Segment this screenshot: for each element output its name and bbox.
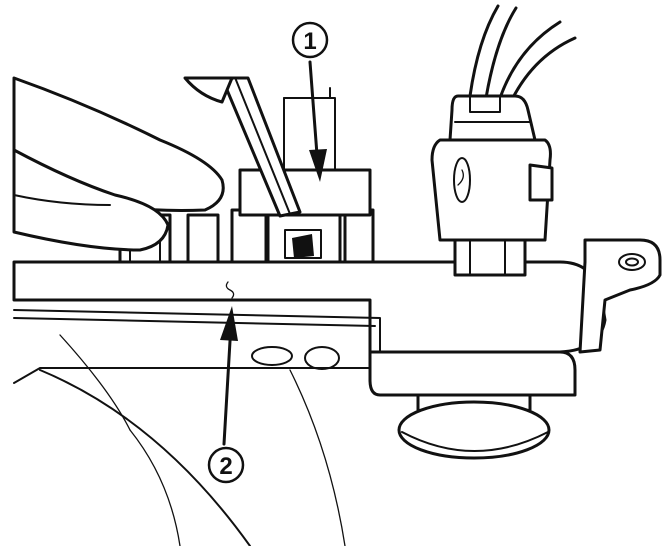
callout-2: 2 (207, 306, 245, 484)
harness-connector (238, 87, 372, 217)
callout-2-label: 2 (219, 453, 232, 480)
sensor-with-wires (430, 4, 577, 277)
vent-slot-right (304, 346, 340, 370)
vent-slot-left (251, 346, 293, 366)
filler-cap (397, 393, 551, 460)
gasket-mark (225, 281, 235, 299)
engine-cover (12, 260, 607, 397)
callout-1: 1 (291, 21, 329, 182)
lower-housing (13, 334, 371, 546)
hand-with-screwdriver (12, 76, 302, 252)
mounting-bracket (578, 238, 662, 354)
callout-1-label: 1 (303, 28, 316, 55)
bolt-hole (618, 253, 646, 271)
